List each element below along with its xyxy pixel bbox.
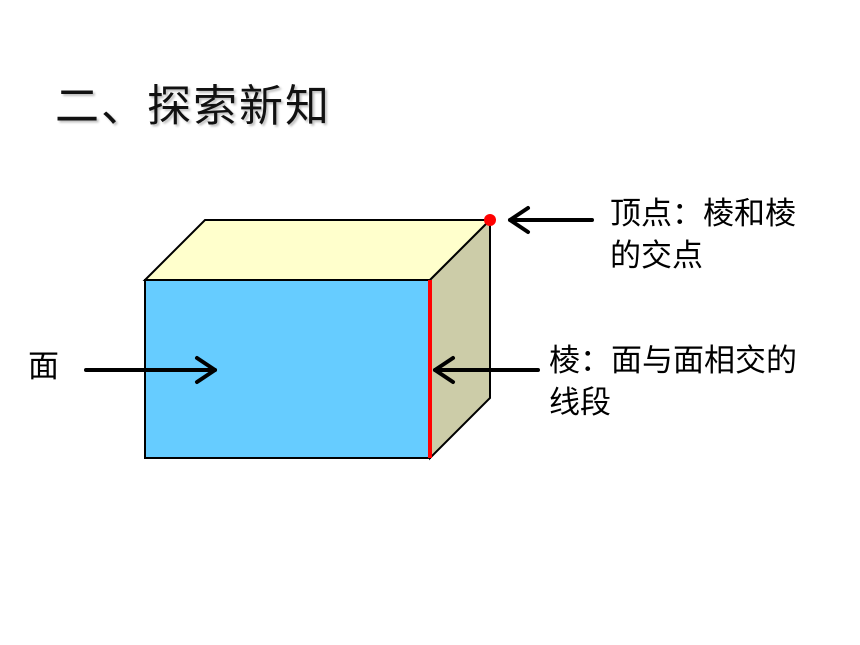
- slide-title: 二、探索新知: [55, 81, 331, 132]
- edge-label-line1: 棱：面与面相交的: [549, 343, 797, 379]
- edge-label: 棱：面与面相交的 线段: [549, 340, 797, 424]
- vertex-label-line2: 的交点: [610, 238, 703, 274]
- face-label: 面: [28, 349, 59, 385]
- vertex-dot: [484, 214, 496, 226]
- vertex-label: 顶点：棱和棱 的交点: [610, 193, 796, 277]
- vertex-label-line1: 顶点：棱和棱: [610, 196, 796, 232]
- vertex-arrow: [508, 206, 594, 234]
- edge-label-line2: 线段: [549, 385, 611, 421]
- face-arrow: [84, 356, 217, 384]
- edge-arrow: [433, 356, 540, 384]
